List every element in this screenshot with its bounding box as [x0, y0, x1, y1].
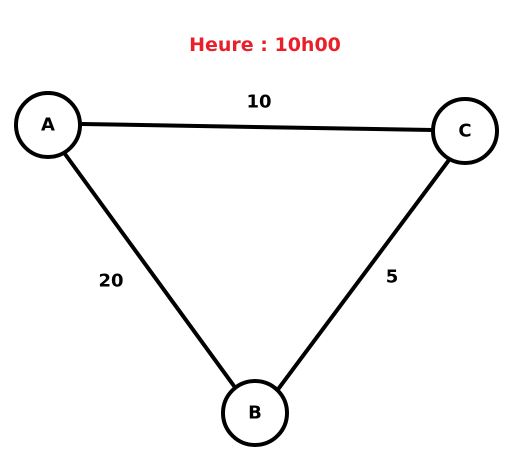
diagram-title: Heure : 10h00: [189, 34, 341, 56]
edge-a-b: [63, 152, 236, 388]
edge-weight-c-b: 5: [386, 267, 399, 288]
node-b-circle: [221, 379, 289, 447]
edge-c-b: [277, 158, 451, 390]
edge-weight-a-b: 20: [98, 271, 123, 292]
node-b: B: [221, 379, 289, 447]
node-c-label: C: [458, 121, 471, 142]
edge-a-c: [80, 122, 435, 132]
node-b-label: B: [248, 403, 262, 424]
node-a-circle: [14, 91, 82, 159]
node-a-label: A: [41, 115, 55, 136]
node-c-circle: [431, 97, 499, 165]
node-c: C: [431, 97, 499, 165]
node-a: A: [14, 91, 82, 159]
edge-weight-a-c: 10: [246, 92, 271, 113]
